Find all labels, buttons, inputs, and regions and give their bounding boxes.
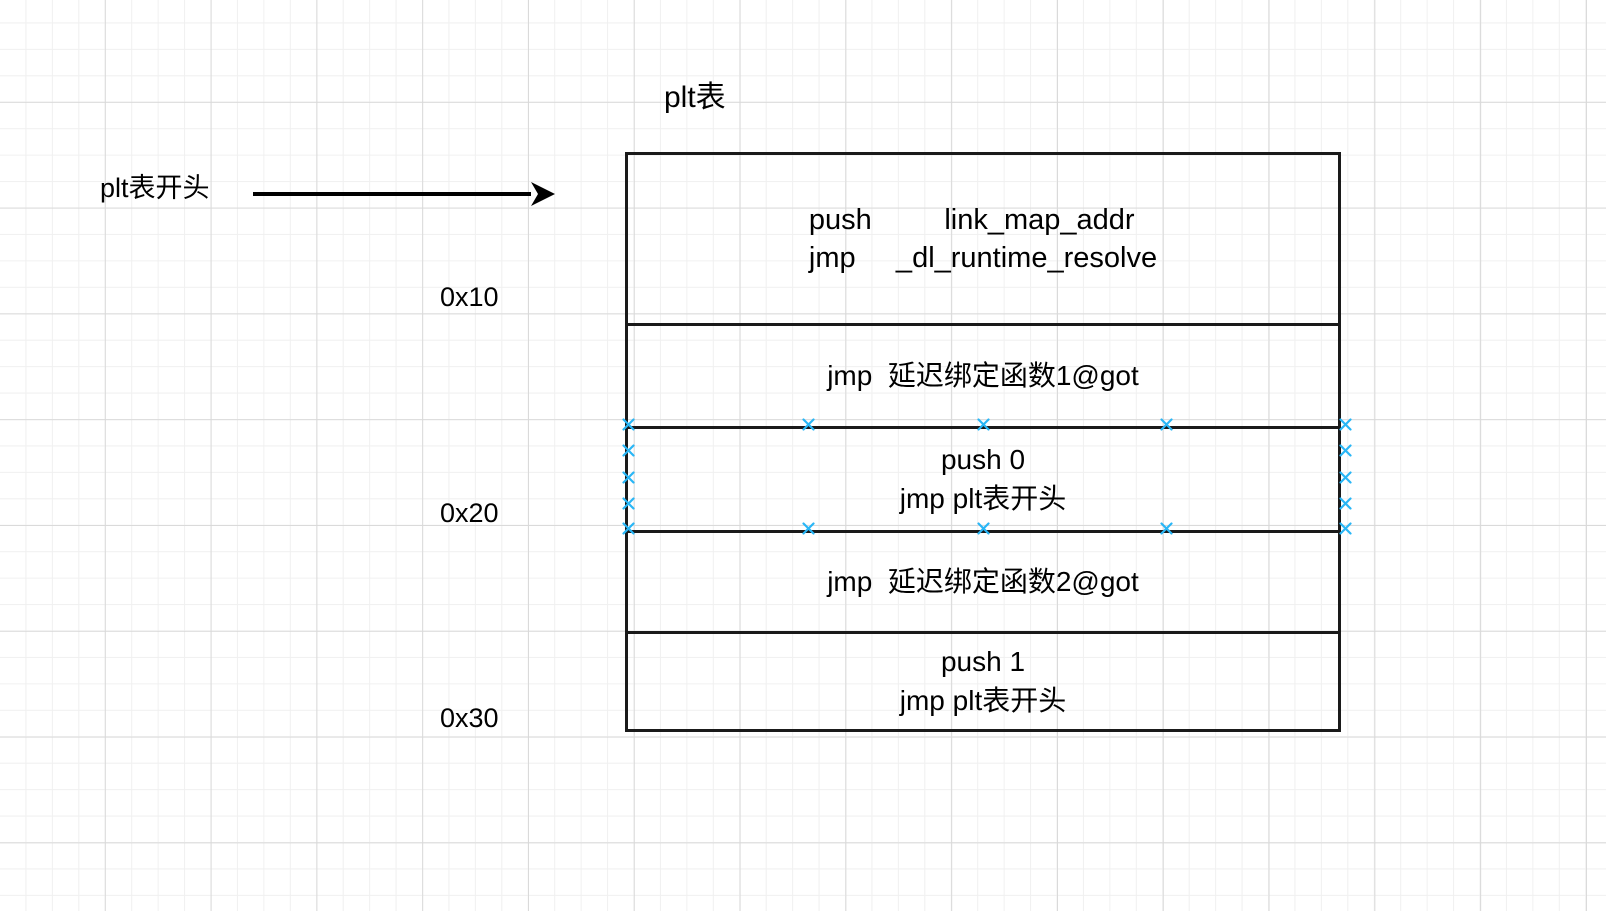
resize-handle-bottom-left-icon[interactable]: [621, 521, 635, 535]
plt-row-plt1-jmp[interactable]: jmp 延迟绑定函数1@got: [628, 323, 1338, 426]
resize-handle-top-left-icon[interactable]: [621, 417, 635, 431]
resize-handle-left-1-icon[interactable]: [621, 443, 635, 457]
address-label-0x20: 0x20: [440, 498, 499, 528]
resize-handle-corner-top-right-icon[interactable]: [1338, 417, 1352, 431]
plt-row-text: jmp 延迟绑定函数2@got: [827, 565, 1139, 597]
plt-row-plt2-jmp[interactable]: jmp 延迟绑定函数2@got: [628, 530, 1338, 631]
resize-handle-right-1-icon[interactable]: [1338, 443, 1352, 457]
resize-handle-top-center-icon[interactable]: [976, 417, 990, 431]
resize-handle-right-2-icon[interactable]: [1338, 470, 1352, 484]
resize-handle-corner-bottom-right-icon[interactable]: [1338, 521, 1352, 535]
resize-handle-bottom-right-icon[interactable]: [1159, 521, 1173, 535]
arrow-right-icon: [253, 178, 555, 210]
address-label-0x30: 0x30: [440, 703, 499, 733]
resize-handle-bottom-icon[interactable]: [801, 521, 815, 535]
plt-start-label: plt表开头: [100, 173, 210, 203]
resize-handle-left-2-icon[interactable]: [621, 470, 635, 484]
resize-handle-bottom-center-icon[interactable]: [976, 521, 990, 535]
resize-handle-right-3-icon[interactable]: [1338, 496, 1352, 510]
plt-table-title: plt表: [664, 81, 726, 114]
address-label-0x10: 0x10: [440, 282, 499, 312]
resize-handle-top-icon[interactable]: [801, 417, 815, 431]
plt-row-text: jmp 延迟绑定函数1@got: [827, 359, 1139, 391]
resize-handle-left-3-icon[interactable]: [621, 496, 635, 510]
resize-handle-top-right-icon[interactable]: [1159, 417, 1173, 431]
